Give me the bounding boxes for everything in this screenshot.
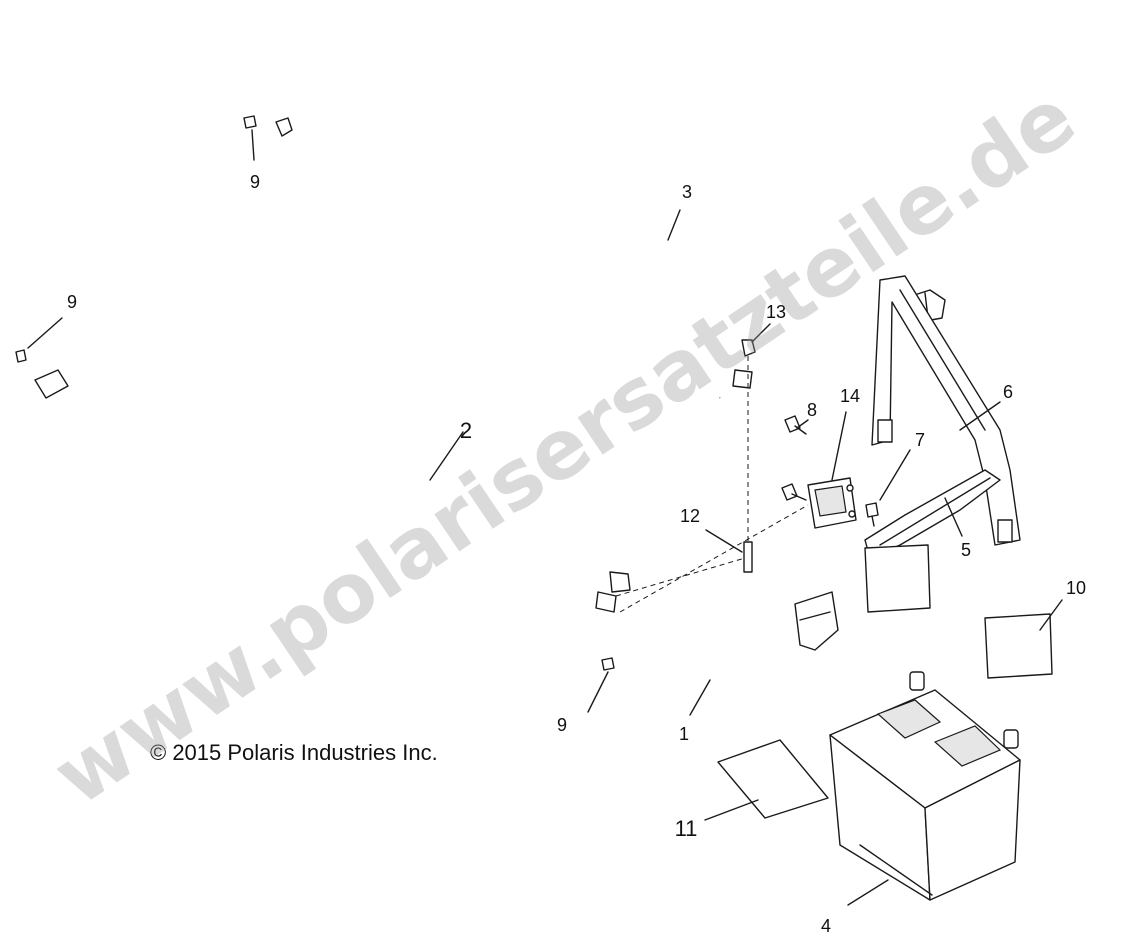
hold-down-strap-6: [871, 275, 1021, 546]
bolt-7: [865, 502, 879, 527]
stud-12: [743, 541, 753, 573]
callout-11: 11: [675, 816, 698, 841]
callout-9-top: 9: [250, 172, 260, 192]
cable-2: [34, 255, 631, 593]
callout-12: 12: [680, 506, 700, 526]
callout-4: 4: [821, 916, 831, 936]
callout-10: 10: [1066, 578, 1086, 598]
bolt-8: [784, 415, 807, 435]
leader-lines: [27, 129, 1063, 906]
callout-2: 2: [460, 418, 472, 443]
nut-9-top: [243, 115, 257, 129]
assembly-line: [619, 504, 809, 613]
callout-3: 3: [682, 182, 692, 202]
battery-4: [829, 671, 1021, 901]
callout-9-left: 9: [67, 292, 77, 312]
label-11: [717, 739, 829, 819]
callout-7: 7: [915, 430, 925, 450]
assembly-line: [615, 557, 746, 597]
callout-8: 8: [807, 400, 817, 420]
callout-5: 5: [961, 540, 971, 560]
callout-9-bottom: 9: [557, 715, 567, 735]
nut-9-bottom: [601, 657, 615, 671]
bracket-5: [864, 469, 1001, 559]
callout-1: 1: [679, 724, 689, 744]
solenoid-14: [807, 477, 857, 529]
copyright-notice: © 2015 Polaris Industries Inc.: [150, 740, 438, 765]
pad-10: [984, 613, 1053, 679]
nut-9-left: [15, 349, 27, 363]
callout-6: 6: [1003, 382, 1013, 402]
bolt-screw: [781, 483, 807, 501]
callout-14: 14: [840, 386, 860, 406]
cable-1: [543, 591, 839, 673]
pad: [864, 544, 931, 613]
callout-13: 13: [766, 302, 786, 322]
nut-13: [741, 339, 756, 357]
